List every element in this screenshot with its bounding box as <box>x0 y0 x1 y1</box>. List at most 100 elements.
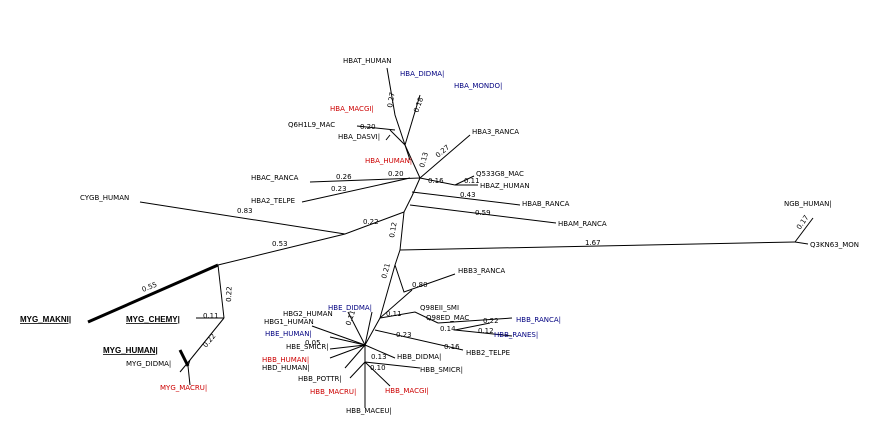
branch-length-label: 0.10 <box>370 364 386 372</box>
branch <box>178 349 190 367</box>
branch <box>344 344 366 369</box>
branch <box>454 322 491 331</box>
taxon-label: HBB3_RANCA <box>458 267 505 275</box>
branch-length-label: 0.59 <box>475 209 491 217</box>
taxon-label: HBB_MACEU| <box>346 407 392 415</box>
taxon-label: HBAZ_HUMAN <box>480 182 530 190</box>
taxon-label: Q533G8_MAC <box>476 170 524 178</box>
taxon-label: HBG2_HUMAN <box>283 310 333 318</box>
branch-length-label: 0.20 <box>388 170 404 178</box>
taxon-label: MYG_HUMAN| <box>103 346 158 355</box>
branch-length-label: 0.27 <box>386 92 397 109</box>
branch <box>437 317 513 324</box>
taxon-label: NGB_HUMAN| <box>784 200 832 208</box>
branch-length-label: 0.26 <box>336 173 352 181</box>
branch <box>411 191 521 206</box>
taxon-label: HBAM_RANCA <box>558 220 607 228</box>
branch-length-label: 0.21 <box>380 262 392 279</box>
branch-length-label: 0.11 <box>464 177 480 185</box>
taxon-label: HBA_MONDO| <box>454 82 502 90</box>
branch-length-label: 0.27 <box>434 143 451 159</box>
branch <box>399 241 796 251</box>
branch <box>419 177 456 186</box>
taxon-label: HBB_RANES| <box>494 331 538 339</box>
branch-length-label: 0.23 <box>331 185 347 193</box>
branch <box>329 344 366 350</box>
taxon-label: HBA_DASVI| <box>338 133 380 141</box>
branch <box>404 94 421 146</box>
branch-length-label: 0.22 <box>201 332 217 349</box>
taxon-label: HBA3_RANCA <box>472 128 519 136</box>
branch-length-label: 0.80 <box>412 281 428 289</box>
branch-length-label: 0.83 <box>237 207 253 215</box>
taxon-label: HBB_HUMAN| <box>262 356 309 364</box>
taxon-label: HBAC_RANCA <box>251 174 299 182</box>
branch <box>404 144 411 161</box>
branch <box>87 263 219 324</box>
branch <box>309 177 421 183</box>
branch-length-label: 0.12 <box>388 222 399 239</box>
taxon-label: HBB_MACGI| <box>385 387 429 395</box>
taxon-label: HBB_SMICR| <box>420 366 463 374</box>
branch <box>364 311 373 346</box>
tree-branches <box>87 67 814 408</box>
branch-length-label: 0.43 <box>460 191 476 199</box>
taxon-label: Q98EII_SMI <box>420 304 459 312</box>
taxon-label: HBB_RANCA| <box>516 316 561 324</box>
branch-length-label: 0.53 <box>272 240 288 248</box>
branch <box>379 311 439 324</box>
branch <box>329 336 366 346</box>
branch <box>419 134 471 179</box>
branch <box>364 361 391 387</box>
branch <box>139 201 346 235</box>
branch-length-label: 0.22 <box>483 317 499 325</box>
branch-length-label: 0.17 <box>795 214 810 231</box>
taxon-label: HBG1_HUMAN <box>264 318 314 326</box>
branch <box>356 125 396 131</box>
branch-length-label: 0.11 <box>386 310 402 318</box>
taxon-label: HBE_SMICR| <box>286 343 329 351</box>
taxon-label: HBB2_TELPE <box>466 349 510 357</box>
branch <box>179 359 191 373</box>
branch <box>347 311 366 346</box>
taxon-label: HBA_DIDMA| <box>400 70 444 78</box>
branch <box>389 129 406 146</box>
taxon-label: HBD_HUMAN| <box>262 364 310 372</box>
branch-length-label: 0.22 <box>363 218 379 226</box>
branch-length-label: 1.67 <box>585 239 601 247</box>
taxon-label: HBAT_HUMAN <box>343 57 392 65</box>
taxon-label: MYG_CHEMY| <box>126 315 180 324</box>
branch <box>399 177 421 251</box>
branch <box>394 264 456 293</box>
taxon-label: HBA_HUMAN| <box>365 157 412 165</box>
branch <box>349 361 366 379</box>
branch-length-label: 0.13 <box>371 353 387 361</box>
branch-length-label: 0.22 <box>225 286 234 302</box>
taxon-label: HBAB_RANCA <box>522 200 570 208</box>
branch-length-label: 0.12 <box>478 327 494 335</box>
taxon-label: HBE_HUMAN| <box>265 330 312 338</box>
branch <box>794 217 814 243</box>
branch-length-label: 0.05 <box>305 339 321 347</box>
branch <box>311 325 366 346</box>
branch-length-label: 0.20 <box>360 123 376 131</box>
branch <box>329 344 366 359</box>
taxon-label: Q3KN63_MON <box>810 241 859 249</box>
branch <box>454 175 475 186</box>
taxon-label: MYG_MACRU| <box>160 384 207 392</box>
branch <box>454 329 513 337</box>
taxon-label: HBB_DIDMA| <box>397 353 441 361</box>
branch-length-label: 0.11 <box>203 312 219 320</box>
branch-length-label: 0.16 <box>444 343 460 351</box>
branch-length-label: 0.13 <box>418 151 430 168</box>
taxon-label: HBB_POTTR| <box>298 375 342 383</box>
taxon-label: CYGB_HUMAN <box>80 194 129 202</box>
branch <box>187 365 191 386</box>
branch-length-label: 0.16 <box>428 177 444 185</box>
taxon-label: Q6H1L9_MAC <box>288 121 335 129</box>
taxon-label: MYG_DIDMA| <box>126 360 171 368</box>
branch <box>189 317 225 361</box>
branch <box>364 344 396 359</box>
taxon-label: Q98ED_MAC <box>426 314 469 322</box>
